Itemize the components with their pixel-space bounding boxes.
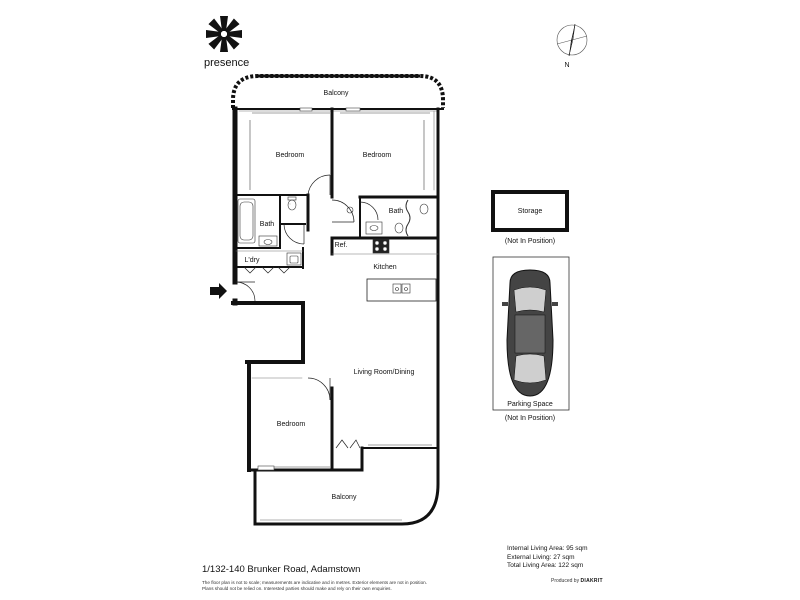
- area-external: External Living: 27 sqm: [507, 553, 575, 561]
- room-label-bedroom-3: Bedroom: [277, 421, 306, 428]
- produced-by-prefix: Produced by: [551, 578, 580, 584]
- disclaimer-line: The floor plan is not to scale; measurem…: [202, 580, 427, 585]
- parking-label: Parking Space: [507, 401, 553, 408]
- car-icon: [502, 269, 558, 397]
- windows: [249, 107, 432, 471]
- area-summary: Internal Living Area: 95 sqm External Li…: [507, 545, 588, 571]
- produced-by: Produced by DIAKRIT: [551, 578, 603, 584]
- balcony-top-outline: [231, 74, 445, 108]
- north-compass-icon: [556, 23, 588, 57]
- area-internal: Internal Living Area: 95 sqm: [507, 545, 588, 552]
- disclaimer: The floor plan is not to scale; measurem…: [202, 580, 462, 592]
- property-address: 1/132-140 Brunker Road, Adamstown: [202, 564, 361, 575]
- storage-label: Storage: [518, 208, 543, 215]
- room-label-balcony-bottom: Balcony: [332, 494, 357, 501]
- walls: [231, 106, 444, 472]
- brand-name: presence: [204, 57, 249, 69]
- area-total: Total Living Area: 122 sqm: [507, 562, 584, 569]
- room-label-living: Living Room/Dining: [354, 369, 415, 376]
- door-swings: [235, 174, 379, 449]
- room-label-balcony-top: Balcony: [324, 90, 349, 97]
- room-label-bedroom-2: Bedroom: [363, 152, 392, 159]
- diakrit-logo: DIAKRIT: [580, 578, 603, 584]
- disclaimer-line: Plans should not be relied on. Intereste…: [202, 586, 392, 591]
- storage-box: [491, 190, 569, 232]
- room-label-laundry: L'dry: [245, 257, 260, 264]
- compass-north-label: N: [564, 62, 569, 69]
- storage-note: (Not In Position): [505, 238, 555, 245]
- entry-arrow-icon: [210, 283, 227, 299]
- room-label-bedroom-1: Bedroom: [276, 152, 305, 159]
- room-label-bath-1: Bath: [260, 221, 275, 228]
- balcony-bottom-outline: [253, 448, 440, 526]
- room-label-ref: Ref.: [335, 242, 348, 249]
- room-label-kitchen: Kitchen: [373, 264, 396, 271]
- presence-logo-icon: [206, 16, 242, 52]
- fixtures: [237, 196, 437, 302]
- parking-note: (Not In Position): [505, 415, 555, 422]
- room-label-bath-2: Bath: [389, 208, 404, 215]
